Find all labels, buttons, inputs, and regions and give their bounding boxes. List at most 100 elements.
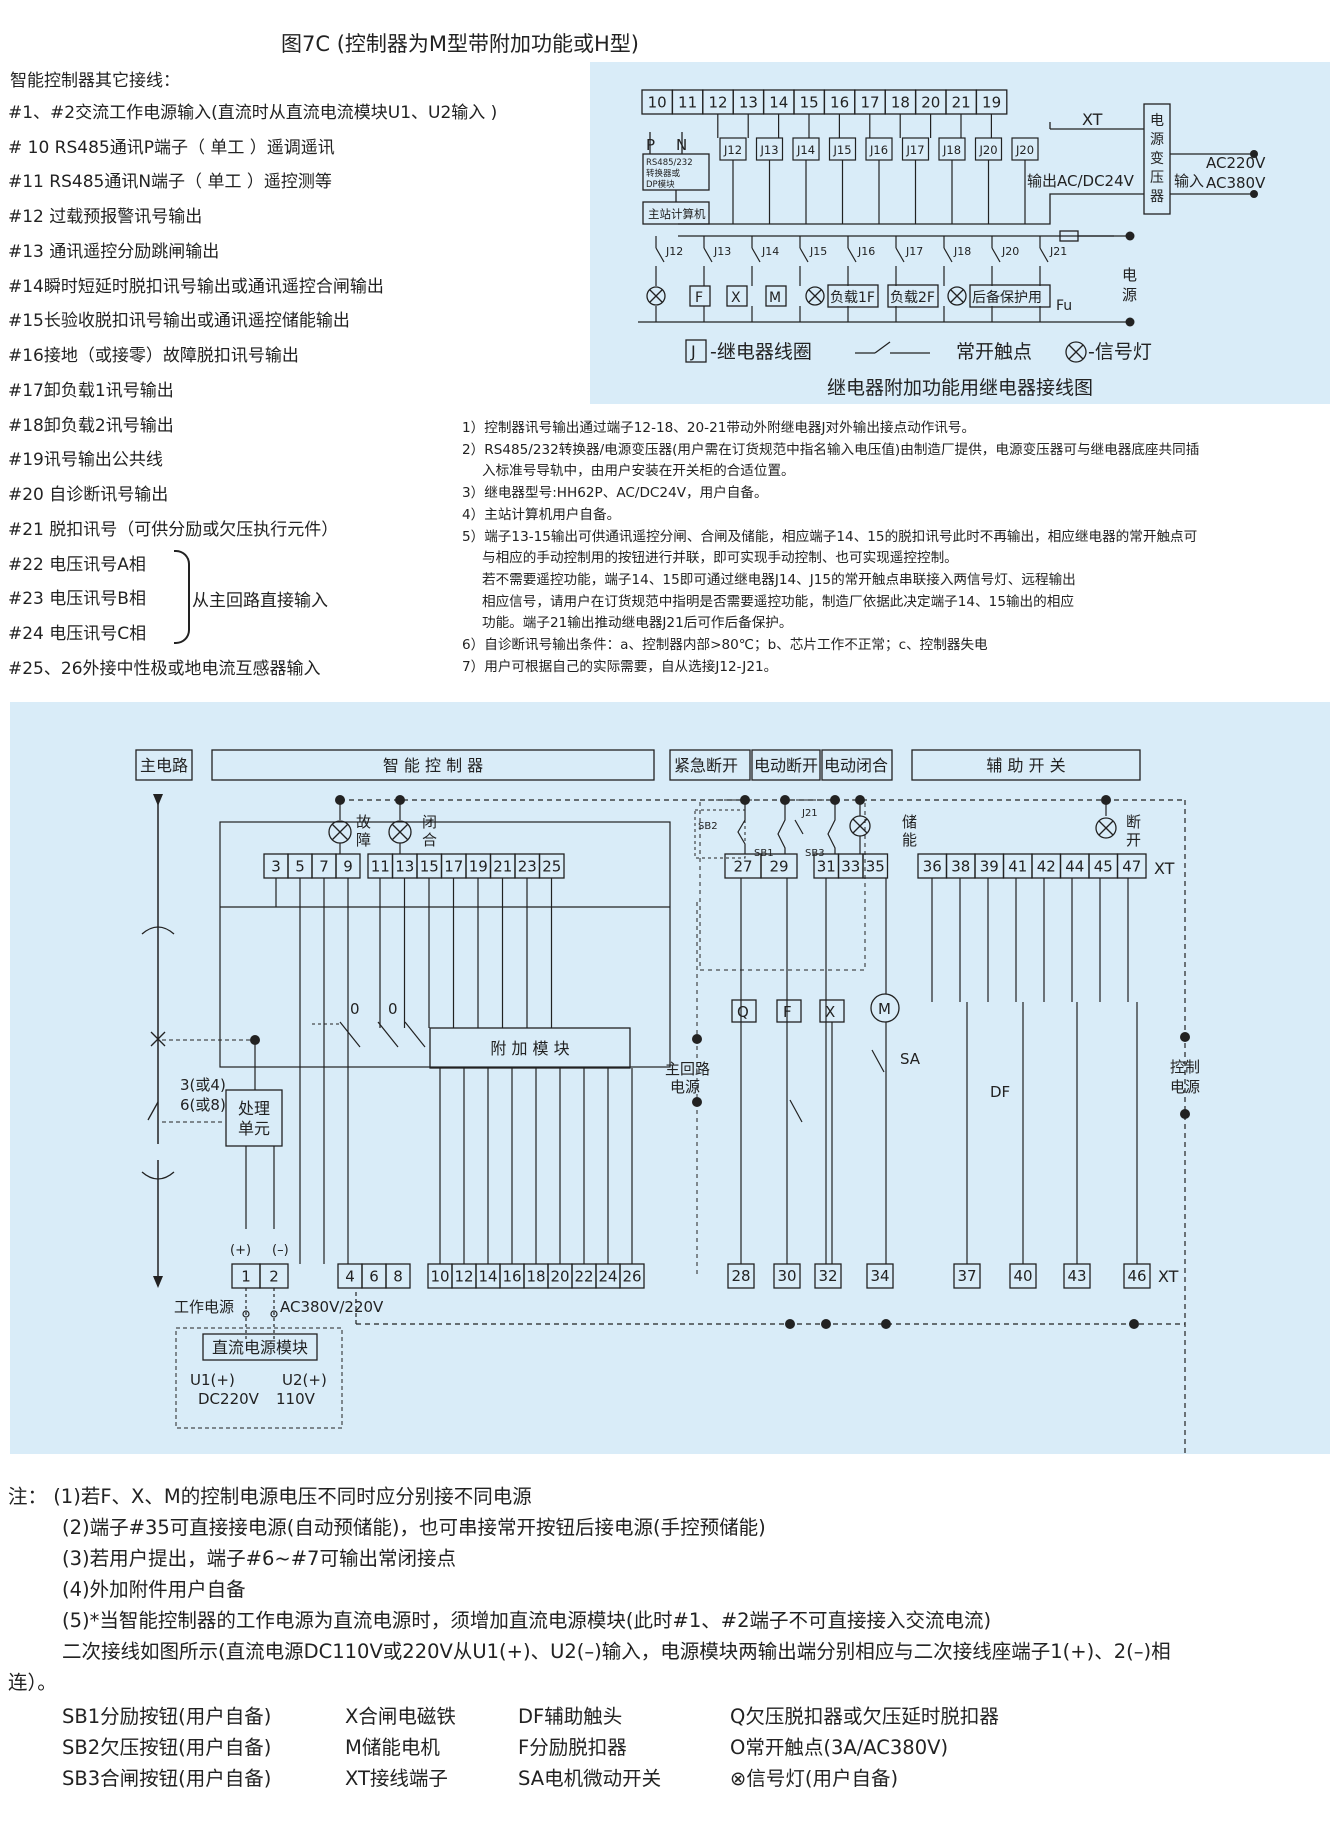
bottom-note-line: 注： (1)若F、X、M的控制电源电压不同时应分别接不同电源	[8, 1485, 532, 1508]
top-terminal: 29	[769, 857, 788, 875]
main-power-label: 主回路	[665, 1060, 710, 1078]
wiring-list-heading: 智能控制器其它接线：	[10, 71, 180, 91]
power-transformer-box	[1143, 103, 1171, 215]
lamp-open-char: 开	[1126, 831, 1141, 849]
main-wiring-diagram: 主电路 智 能 控 制 器 紧急断开 电动断开 电动闭合 辅 助 开 关 故 障…	[10, 702, 1330, 1454]
fu-label: Fu	[1056, 298, 1072, 314]
top-terminal: 15	[420, 857, 439, 875]
host-computer-label: 主站计算机	[648, 207, 706, 221]
legend-item: Q欠压脱扣器或欠压延时脱扣器	[730, 1705, 999, 1728]
top-terminal: 41	[1008, 857, 1027, 875]
legend-item: M储能电机	[345, 1736, 440, 1759]
relay-coil-label: J15	[832, 143, 851, 157]
legend-lamp-icon	[1065, 341, 1087, 363]
backup-label: 后备保护用	[972, 289, 1042, 306]
legend-j: J	[690, 342, 696, 361]
top-terminal: 7	[319, 857, 329, 875]
relay-terminal: 20	[921, 93, 940, 111]
wiring-item: #17卸负载1讯号输出	[8, 381, 174, 401]
relay-terminal: 17	[860, 93, 879, 111]
bottom-terminal: 10	[430, 1267, 449, 1285]
legend-item: X合闸电磁铁	[345, 1705, 456, 1728]
wiring-item: #20 自诊断讯号输出	[8, 485, 169, 505]
header-emergency-open: 紧急断开	[674, 756, 738, 775]
bottom-terminal: 32	[818, 1267, 837, 1285]
wiring-item: #19讯号输出公共线	[8, 450, 163, 470]
relay-terminal: 21	[952, 93, 971, 111]
relay-caption: 继电器附加功能用继电器接线图	[827, 377, 1093, 399]
bottom-terminal: 43	[1067, 1267, 1086, 1285]
bottom-note-line: 二次接线如图所示(直流电源DC110V或220V从U1(+)、U2(–)输入，电…	[62, 1640, 1171, 1663]
legend-item: F分励脱扣器	[518, 1736, 627, 1759]
actuator-x	[819, 999, 845, 1023]
zero-label-b: 0	[388, 1000, 398, 1018]
bottom-terminal: 20	[550, 1267, 569, 1285]
legend-item: SB1分励按钮(用户自备)	[62, 1705, 272, 1728]
bottom-xt-label: XT	[1158, 1267, 1179, 1286]
bottom-note-line: (2)端子#35可直接接电源(自动预储能)，也可串接常开按钮后接电源(手控预储能…	[62, 1516, 766, 1539]
bottom-terminal: 6	[369, 1267, 379, 1285]
wiring-item: #12 过载预报警讯号输出	[8, 207, 203, 227]
load2-label: 负载2F	[890, 290, 935, 306]
transformer-char: 器	[1150, 189, 1164, 205]
load-f: F	[695, 290, 703, 306]
legend-item: XT接线端子	[345, 1767, 448, 1790]
bottom-note-line: 连）。	[8, 1671, 57, 1694]
process-unit-box	[225, 1089, 283, 1147]
relay-terminal: 11	[678, 93, 697, 111]
top-terminal: 25	[542, 857, 561, 875]
note-line: 6）自诊断讯号输出条件：a、控制器内部>80℃；b、芯片工作不正常；c、控制器失…	[462, 637, 988, 653]
wiring-item: # 10 RS485通讯P端子（ 单工 ）遥调遥讯	[8, 138, 335, 158]
lamp-fault-char: 障	[356, 831, 371, 849]
relay-terminal: 15	[800, 93, 819, 111]
bottom-terminal: 30	[777, 1267, 796, 1285]
u2-label: U2(+)	[282, 1371, 327, 1389]
figure-title: 图7C (控制器为M型带附加功能或H型)	[281, 32, 639, 56]
bottom-terminal: 34	[870, 1267, 889, 1285]
phase-label: 6(或8)	[180, 1096, 226, 1114]
sa-label: SA	[900, 1050, 921, 1068]
dc-module-box	[202, 1333, 318, 1361]
top-terminal: 11	[371, 857, 390, 875]
signal-lamp-icon	[805, 286, 825, 306]
relay-contact-label: J21	[1049, 245, 1067, 258]
transformer-char: 源	[1150, 132, 1164, 148]
note-line: 相应信号，请用户在订货规范中指明是否需要遥控功能，制造厂依据此决定端子14、15…	[482, 594, 1074, 610]
df-label: DF	[990, 1083, 1010, 1101]
bottom-terminal: 37	[957, 1267, 976, 1285]
zero-label-a: 0	[350, 1000, 360, 1018]
relay-contact-label: J13	[713, 245, 731, 258]
relay-coil-label: J13	[759, 143, 778, 157]
bottom-terminal: 2	[269, 1267, 279, 1285]
top-terminal: 13	[395, 857, 414, 875]
wiring-item: #24 电压讯号C相	[8, 624, 147, 644]
relay-terminal: 13	[739, 93, 758, 111]
relay-terminal: 14	[769, 93, 788, 111]
relay-contact-label: J15	[809, 245, 827, 258]
wiring-item: #23 电压讯号B相	[8, 589, 146, 609]
header-main-circuit: 主电路	[140, 756, 188, 775]
bottom-terminal: 12	[454, 1267, 473, 1285]
addon-module-label: 附 加 模 块	[490, 1039, 569, 1058]
top-xt-label: XT	[1154, 859, 1175, 878]
relay-panel-bg	[590, 62, 1330, 404]
legend-lamp-text: -信号灯	[1088, 341, 1152, 363]
bottom-terminal: 22	[574, 1267, 593, 1285]
sb2-label: SB2	[698, 821, 718, 832]
note-line: 3）继电器型号:HH62P、AC/DC24V，用户自备。	[462, 485, 768, 501]
transformer-char: 电	[1150, 113, 1164, 129]
top-terminal: 36	[923, 857, 942, 875]
top-terminal: 42	[1037, 857, 1056, 875]
open-lamp-icon	[1095, 817, 1117, 839]
top-terminal: 21	[493, 857, 512, 875]
power-char: 电	[1122, 266, 1137, 284]
motor-m-icon	[870, 993, 900, 1023]
bottom-terminal: 24	[598, 1267, 617, 1285]
note-line: 与相应的手动控制用的按钮进行并联，即可实现手动控制、也可实现遥控控制。	[482, 550, 958, 566]
